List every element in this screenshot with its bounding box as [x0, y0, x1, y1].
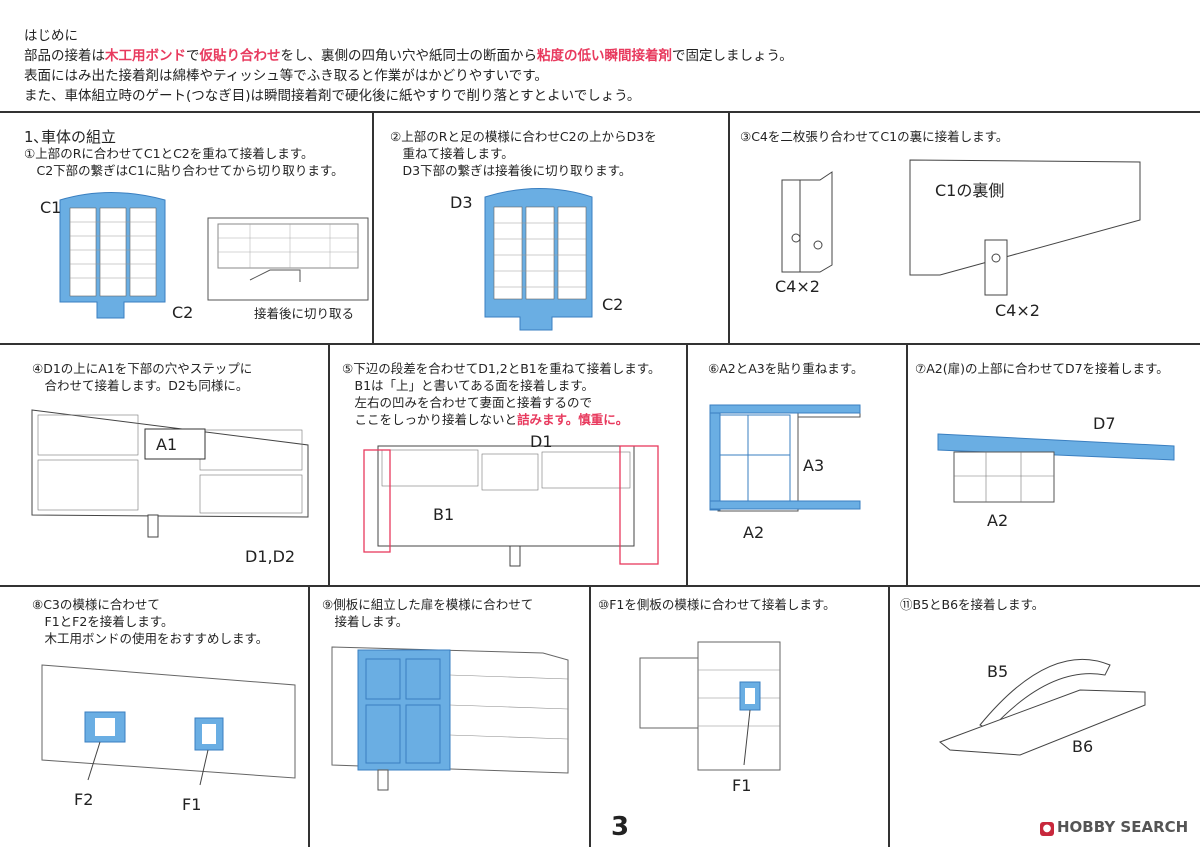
intro-text: はじめに 部品の接着は木工用ボンドで仮貼り合わせをし、裏側の四角い穴や紙同士の断…	[24, 26, 793, 106]
divider	[0, 585, 1200, 587]
intro-line2: 表面にはみ出た接着剤は綿棒やティッシュ等でふき取ると作業がはかどりやすいです。	[24, 68, 548, 84]
label-f1: F1	[182, 795, 202, 814]
hobby-search-logo-icon: ●	[1040, 822, 1054, 836]
section-title: 1､車体の組立	[24, 128, 117, 146]
step-2-text: ②上部のRと足の模様に合わせC2の上からD3を 重ねて接着します。 D3下部の繋…	[390, 129, 657, 178]
divider	[686, 343, 688, 585]
intro-line3: また、車体組立時のゲート(つなぎ目)は瞬間接着剤で硬化後に紙やすりで削り落とすと…	[24, 88, 641, 104]
step-6-diagram	[709, 404, 861, 512]
divider	[589, 585, 591, 847]
step-8-diagram	[41, 664, 296, 786]
step-1-diagram	[59, 192, 369, 319]
label-a1: A1	[156, 435, 178, 454]
step-11-diagram	[938, 658, 1146, 756]
divider	[906, 343, 908, 585]
intro-heading: はじめに	[24, 28, 78, 44]
divider	[308, 585, 310, 847]
step-5-diagram	[363, 445, 659, 567]
label-c4: C4×2	[995, 301, 1040, 320]
label-b5: B5	[987, 662, 1009, 681]
label-d7: D7	[1093, 414, 1116, 433]
label-c1: C1	[40, 198, 62, 217]
label-a2: A2	[987, 511, 1009, 530]
step-4-text: ④D1の上にA1を下部の穴やステップに 合わせて接着します。D2も同様に。	[32, 361, 253, 393]
label-a2: A2	[743, 523, 765, 542]
divider	[0, 111, 1200, 113]
label-c1-back: C1の裏側	[935, 181, 1005, 200]
step-11-text: ⑪B5とB6を接着します。	[900, 597, 1045, 612]
divider	[372, 111, 374, 343]
step-8-text: ⑧C3の模様に合わせて F1とF2を接着します。 木工用ボンドの使用をおすすめし…	[32, 597, 269, 646]
step-4-diagram	[31, 409, 309, 538]
step-6-text: ⑥A2とA3を貼り重ねます。	[708, 361, 864, 376]
label-f1: F1	[732, 776, 752, 795]
step-10-text: ⑩F1を側板の模様に合わせて接着します。	[598, 597, 836, 612]
label-b6: B6	[1072, 737, 1094, 756]
label-d1: D1	[530, 432, 553, 451]
divider	[728, 111, 730, 343]
label-c2: C2	[172, 303, 194, 322]
label-c4: C4×2	[775, 277, 820, 296]
label-a3: A3	[803, 456, 825, 475]
step-10-diagram	[639, 641, 781, 771]
step-9-diagram	[331, 646, 569, 791]
divider	[0, 343, 1200, 345]
cut-note: 接着後に切り取る	[254, 306, 355, 321]
intro-line1: 部品の接着は木工用ボンドで仮貼り合わせをし、裏側の四角い穴や紙同士の断面から粘度…	[24, 48, 793, 64]
step-5-text: ⑤下辺の段差を合わせてD1,2とB1を重ねて接着します。 B1は「上」と書いてあ…	[342, 361, 661, 427]
label-d1-d2: D1,D2	[245, 547, 296, 566]
label-c2: C2	[602, 295, 624, 314]
step-3-text: ③C4を二枚張り合わせてC1の裏に接着します。	[740, 129, 1009, 144]
step-7-text: ⑦A2(扉)の上部に合わせてD7を接着します。	[915, 361, 1169, 376]
page-number: 3	[611, 812, 630, 842]
divider	[888, 585, 890, 847]
label-b1: B1	[433, 505, 455, 524]
label-f2: F2	[74, 790, 94, 809]
step-1-text: ①上部のRに合わせてC1とC2を重ねて接着します。 C2下部の繋ぎはC1に貼り合…	[24, 146, 344, 178]
step-3-diagram	[781, 159, 1141, 296]
hobby-search-watermark: ●HOBBY SEARCH	[1040, 818, 1188, 836]
step-2-diagram	[484, 188, 593, 331]
label-d3: D3	[450, 193, 473, 212]
step-7-diagram	[937, 433, 1175, 503]
divider	[328, 343, 330, 585]
step-9-text: ⑨側板に組立した扉を模様に合わせて 接着します。	[322, 597, 534, 629]
